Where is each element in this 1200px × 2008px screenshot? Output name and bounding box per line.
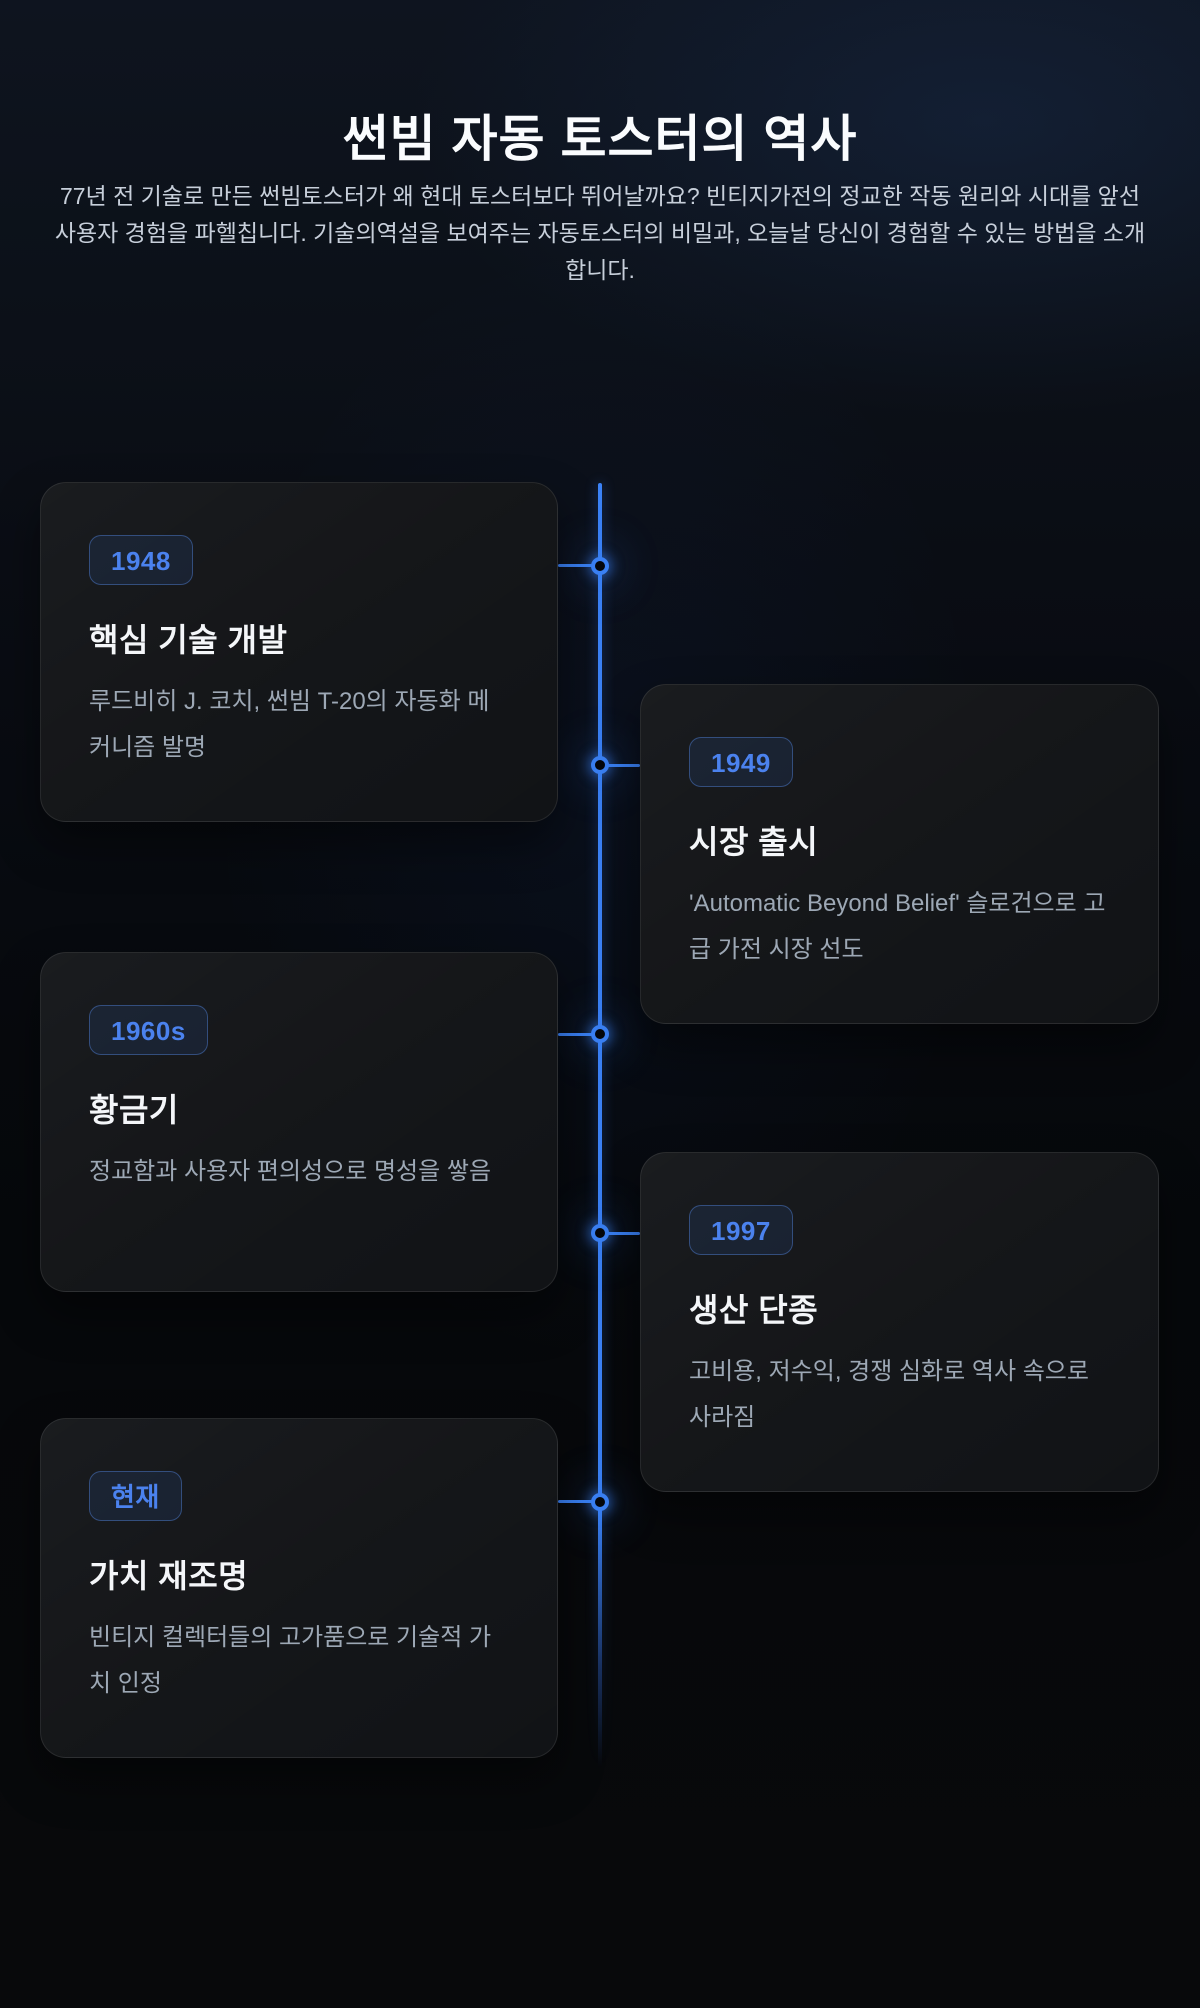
timeline-connector-present xyxy=(558,1500,600,1503)
timeline-connector-1949 xyxy=(600,764,640,767)
card-title: 생산 단종 xyxy=(689,1292,819,1328)
timeline-vertical-line xyxy=(598,483,602,1768)
year-badge: 1997 xyxy=(689,1205,793,1255)
card-title: 가치 재조명 xyxy=(89,1558,249,1594)
year-badge: 현재 xyxy=(89,1471,182,1521)
timeline-node-dot-1997 xyxy=(591,1224,609,1242)
page-title: 썬빔 자동 토스터의 역사 xyxy=(342,111,858,167)
card-description: 빈티지 컬렉터들의 고가품으로 기술적 가치 인정 xyxy=(89,1624,492,1697)
year-badge: 1960s xyxy=(89,1005,208,1055)
timeline-node-dot-1949 xyxy=(591,756,609,774)
timeline-card-1949: 1949 시장 출시 'Automatic Beyond Belief' 슬로건… xyxy=(640,684,1159,1024)
timeline-card-present: 현재 가치 재조명 빈티지 컬렉터들의 고가품으로 기술적 가치 인정 xyxy=(40,1418,558,1758)
card-description: 정교함과 사용자 편의성으로 명성을 쌓음 xyxy=(89,1158,492,1185)
year-badge: 1948 xyxy=(89,535,193,585)
timeline-card-1997: 1997 생산 단종 고비용, 저수익, 경쟁 심화로 역사 속으로 사라짐 xyxy=(640,1152,1159,1492)
timeline-card-1948: 1948 핵심 기술 개발 루드비히 J. 코치, 썬빔 T-20의 자동화 메… xyxy=(40,482,558,822)
card-description: 'Automatic Beyond Belief' 슬로건으로 고급 가전 시장… xyxy=(689,890,1106,963)
card-description: 루드비히 J. 코치, 썬빔 T-20의 자동화 메커니즘 발명 xyxy=(89,688,490,761)
card-title: 핵심 기술 개발 xyxy=(89,622,288,658)
card-title: 시장 출시 xyxy=(689,824,819,860)
card-title: 황금기 xyxy=(89,1092,179,1128)
timeline-node-dot-1960s xyxy=(591,1025,609,1043)
timeline-connector-1960s xyxy=(558,1033,600,1036)
timeline-connector-1948 xyxy=(558,564,600,567)
page-subtitle: 77년 전 기술로 만든 썬빔토스터가 왜 현대 토스터보다 뛰어날까요? 빈티… xyxy=(54,183,1146,283)
timeline-connector-1997 xyxy=(600,1232,640,1235)
timeline-card-1960s: 1960s 황금기 정교함과 사용자 편의성으로 명성을 쌓음 xyxy=(40,952,558,1292)
timeline-node-dot-present xyxy=(591,1493,609,1511)
year-badge: 1949 xyxy=(689,737,793,787)
timeline-node-dot-1948 xyxy=(591,557,609,575)
card-description: 고비용, 저수익, 경쟁 심화로 역사 속으로 사라짐 xyxy=(689,1358,1089,1431)
